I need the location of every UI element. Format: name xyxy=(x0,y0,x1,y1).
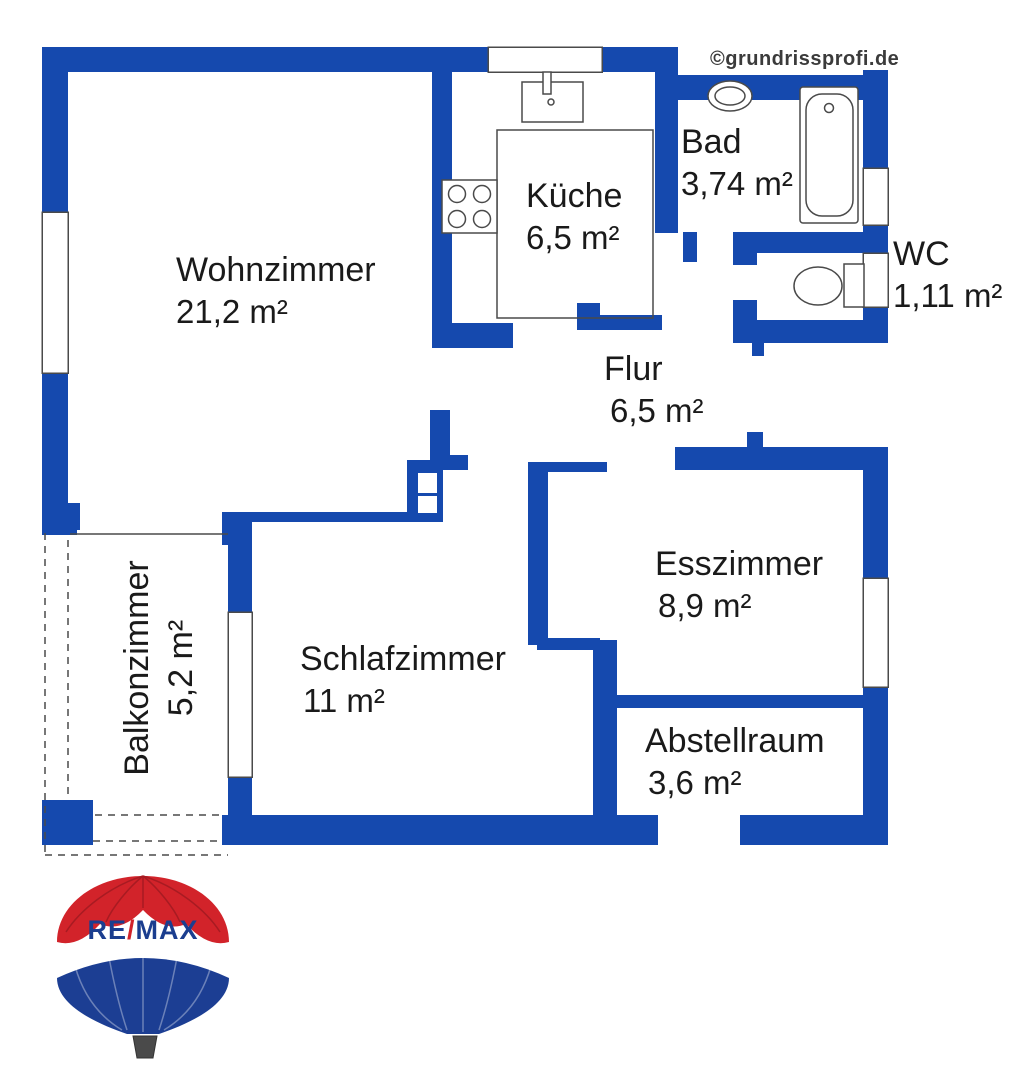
walls xyxy=(42,47,888,845)
balcony-door-schlafzimmer xyxy=(227,611,253,778)
remax-wordmark: RE/MAX xyxy=(87,915,198,945)
windows xyxy=(41,46,889,778)
chimney-vent-block xyxy=(418,473,437,513)
kitchen-counter-outline xyxy=(496,129,654,319)
balloon-red-gores xyxy=(65,875,221,933)
gore-line xyxy=(107,951,128,1031)
room-label-wc: WC 1,11 m² xyxy=(893,234,1002,316)
room-area: 21,2 m² xyxy=(176,293,288,330)
window-wc-right xyxy=(862,252,889,308)
room-area: 6,5 m² xyxy=(526,219,620,256)
room-label-balkonzimmer: Balkonzimmer 5,2 m² xyxy=(0,503,324,833)
balloon-bottom-cone xyxy=(57,958,229,1034)
fixtures xyxy=(441,71,865,308)
sink-faucet xyxy=(542,71,552,95)
room-area: 6,5 m² xyxy=(610,392,704,429)
room-label-abstellraum: Abstellraum 3,6 m² xyxy=(645,721,825,803)
room-area: 5,2 m² xyxy=(162,619,200,717)
balloon-blue-gores xyxy=(74,944,212,1032)
burner xyxy=(472,209,492,229)
burner xyxy=(447,209,467,229)
window-wohnzimmer-left xyxy=(41,211,69,374)
room-label-bad: Bad 3,74 m² xyxy=(681,122,793,204)
room-label-kueche: Küche 6,5 m² xyxy=(526,176,622,258)
bathroom-sink-icon xyxy=(707,80,753,112)
thin-lines xyxy=(70,129,654,535)
burner xyxy=(447,184,467,204)
basin-inner xyxy=(714,86,746,106)
toilet-bowl xyxy=(793,266,843,306)
window-bad-right xyxy=(862,167,889,226)
room-name: Balkonzimmer xyxy=(118,560,156,776)
room-name: WC xyxy=(893,235,950,273)
room-label-esszimmer: Esszimmer 8,9 m² xyxy=(655,544,823,626)
gore-line xyxy=(74,965,123,1031)
toilet-icon xyxy=(793,263,865,308)
gore-line xyxy=(142,875,181,923)
room-area: 11 m² xyxy=(303,682,385,719)
remax-wordmark-max: MAX xyxy=(136,915,199,945)
room-area: 1,11 m² xyxy=(893,277,1003,314)
room-label-schlafzimmer: Schlafzimmer 11 m² xyxy=(300,639,506,721)
room-name: Bad xyxy=(681,123,742,161)
copyright-watermark: ©grundrissprofi.de xyxy=(710,48,900,70)
remax-balloon-logo: RE/MAX xyxy=(57,875,229,1059)
room-name: Abstellraum xyxy=(645,722,825,760)
gore-line xyxy=(65,875,144,933)
gore-line xyxy=(163,965,212,1031)
balcony-dashed-outline xyxy=(44,533,228,856)
sink-drain xyxy=(547,98,555,106)
window-kitchen-top xyxy=(487,46,603,73)
room-name: Flur xyxy=(604,350,663,388)
vent-opening xyxy=(418,496,437,513)
room-name: Küche xyxy=(526,177,623,215)
balloon-red-cap xyxy=(57,876,229,944)
room-label-wohnzimmer: Wohnzimmer 21,2 m² xyxy=(176,250,376,332)
stove-icon xyxy=(441,179,498,234)
room-area: 8,9 m² xyxy=(658,587,752,624)
room-name: Esszimmer xyxy=(655,545,824,583)
room-area: 3,74 m² xyxy=(681,165,793,202)
bathtub-icon xyxy=(799,86,859,224)
toilet-tank xyxy=(843,263,865,308)
remax-wordmark-slash: / xyxy=(127,915,136,945)
room-label-flur: Flur 6,5 m² xyxy=(604,349,704,431)
gore-line xyxy=(105,875,144,923)
vent-opening xyxy=(418,473,437,493)
gore-line xyxy=(158,951,179,1031)
burner xyxy=(472,184,492,204)
balloon-basket xyxy=(132,1035,158,1059)
room-area: 3,6 m² xyxy=(648,764,742,801)
kitchen-sink-icon xyxy=(521,71,584,123)
gore-line xyxy=(142,875,221,933)
tub-inner xyxy=(805,93,854,217)
remax-wordmark-re: RE xyxy=(87,915,127,945)
room-name: Wohnzimmer xyxy=(176,251,376,289)
window-esszimmer-right xyxy=(862,577,889,688)
tub-drain xyxy=(823,102,835,114)
room-name: Schlafzimmer xyxy=(300,640,506,678)
